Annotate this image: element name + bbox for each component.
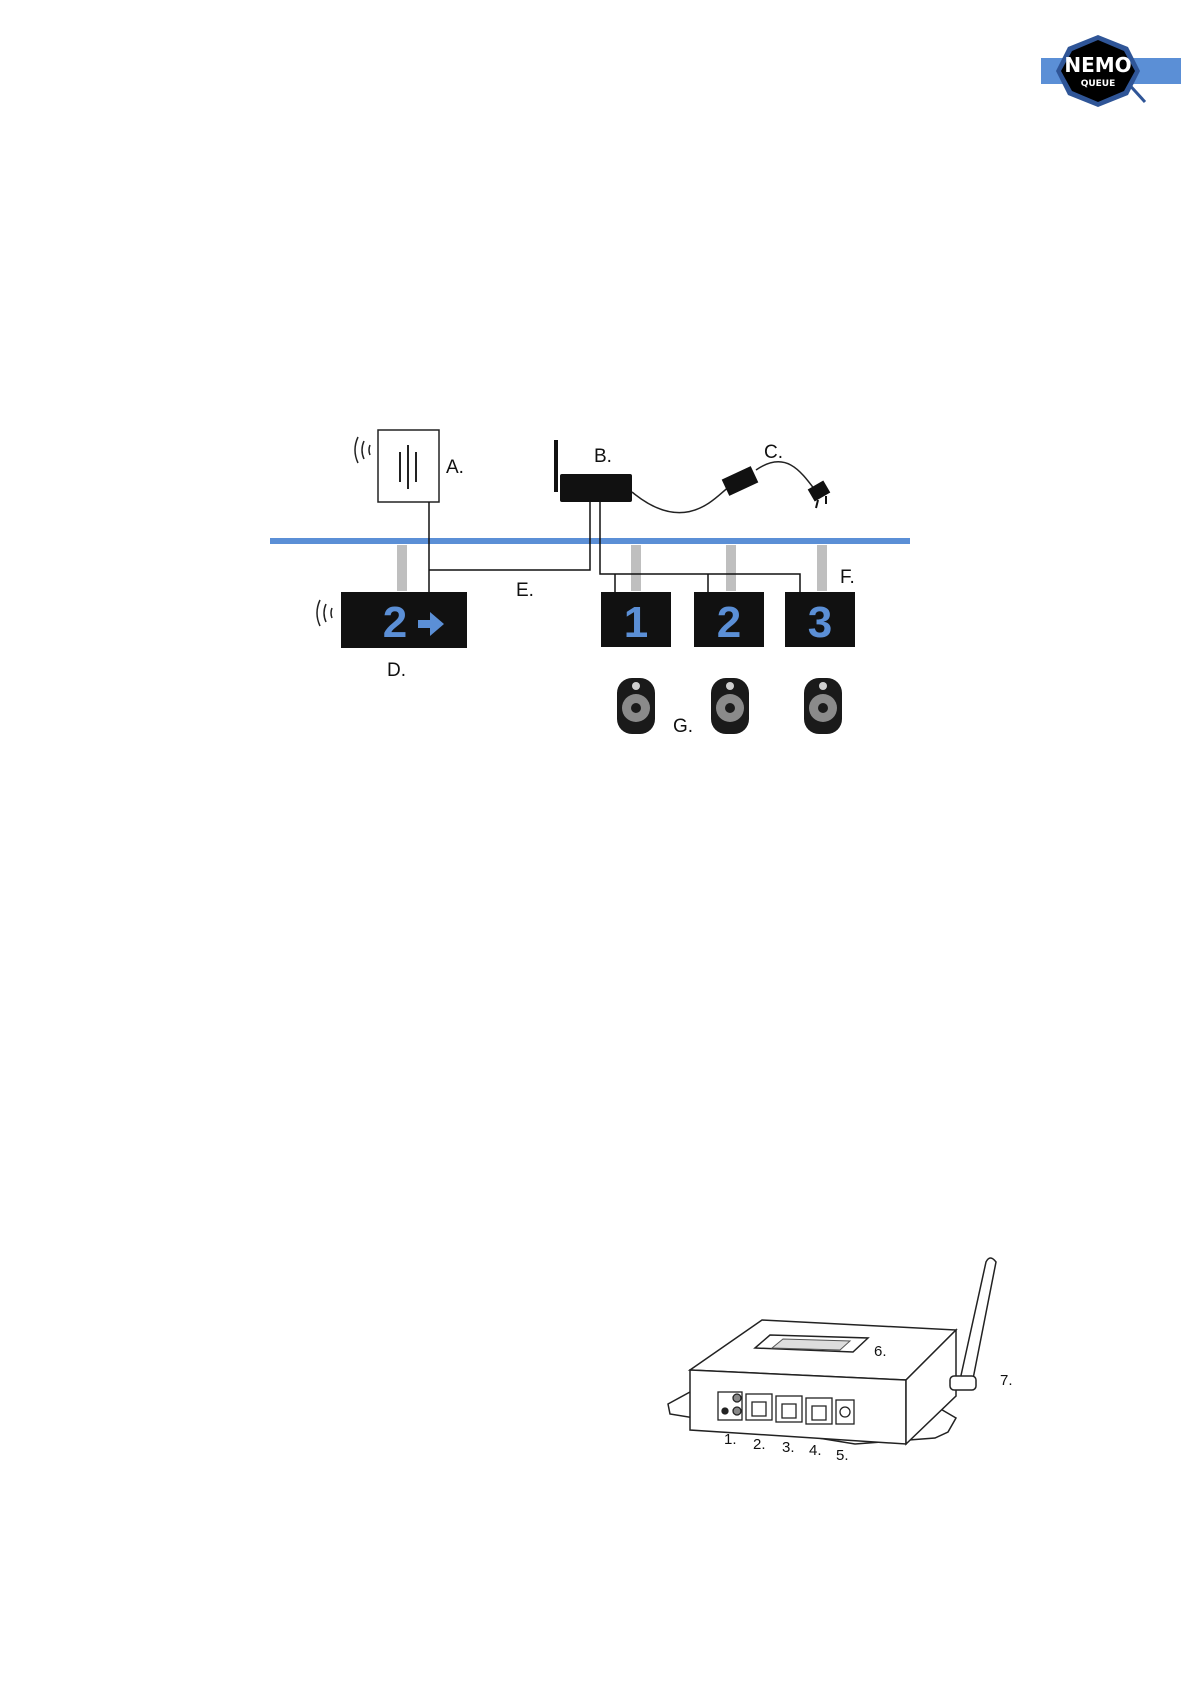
wireless-transmitter: [355, 430, 439, 502]
counter-number-3: 3: [808, 598, 832, 647]
signal-waves-icon: [317, 600, 332, 626]
counter-display-3: 3: [785, 592, 855, 647]
nemo-queue-logo: NEMO QUEUE: [1041, 35, 1181, 107]
label-c: C.: [764, 442, 783, 463]
device-label-5: 5.: [836, 1447, 849, 1464]
device-label-3: 3.: [782, 1439, 795, 1456]
display-supports: [397, 545, 827, 591]
device-label-2: 2.: [753, 1436, 766, 1453]
counter-number-2: 2: [717, 598, 741, 647]
counter-display-2: 2: [694, 592, 764, 647]
label-g: G.: [673, 716, 693, 737]
logo-text-line2: QUEUE: [1081, 79, 1116, 89]
main-queue-display: 2: [317, 592, 467, 648]
cabling-e: [429, 502, 800, 592]
device-label-6: 6.: [874, 1343, 887, 1360]
remote-control-icon: [711, 678, 749, 734]
remote-control-icon: [617, 678, 655, 734]
main-display-number: 2: [383, 598, 407, 647]
label-e: E.: [516, 580, 534, 601]
system-diagram: A. B. C. F.: [270, 430, 910, 737]
label-b: B.: [594, 446, 612, 467]
device-antenna: [950, 1258, 996, 1390]
counter-number-1: 1: [624, 598, 648, 647]
logo-text-line1: NEMO: [1064, 53, 1131, 77]
device-label-1: 1.: [724, 1431, 737, 1448]
device-label-7: 7.: [1000, 1372, 1013, 1389]
device-display-glass: [772, 1339, 850, 1350]
signal-waves-icon: [355, 437, 370, 463]
power-adapter: [632, 462, 830, 513]
label-f: F.: [840, 567, 855, 588]
router-b: [554, 440, 632, 502]
counter-display-1: 1: [601, 592, 671, 647]
label-d: D.: [387, 660, 406, 681]
remote-control-icon: [804, 678, 842, 734]
device-label-4: 4.: [809, 1442, 822, 1459]
controller-device-diagram: 1. 2. 3. 4. 5. 6. 7.: [668, 1258, 1013, 1464]
label-a: A.: [446, 457, 464, 478]
